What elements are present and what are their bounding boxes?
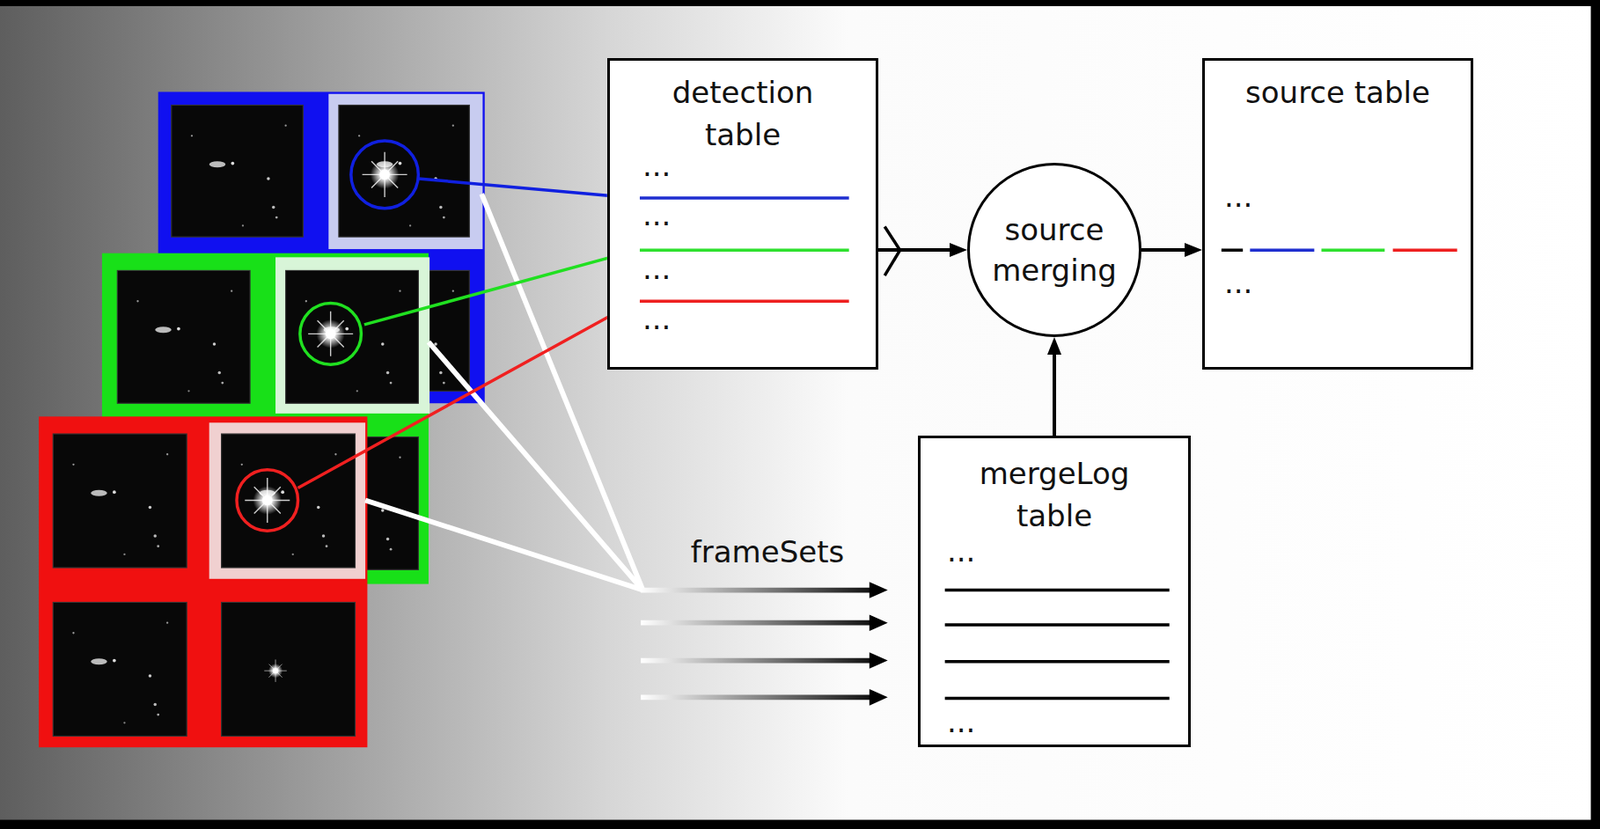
arrow-head — [949, 242, 968, 257]
table-box: detection table............ — [607, 58, 879, 370]
flow-label: frameSets — [690, 534, 845, 570]
table-box: mergeLog table...... — [917, 435, 1191, 748]
node-label: source merging — [979, 209, 1130, 291]
arrow-line — [878, 248, 954, 252]
row-ellipsis: ... — [1224, 181, 1253, 212]
arrow-head — [1047, 337, 1062, 355]
row-ellipsis: ... — [1224, 267, 1253, 298]
arrow-line — [1052, 351, 1057, 436]
detection-arrows — [298, 178, 638, 489]
row-ellipsis: ... — [642, 199, 671, 230]
process-circle: source merging — [967, 162, 1142, 338]
table-fill — [607, 58, 1474, 748]
row-ellipsis: ... — [642, 303, 671, 334]
red-frame-set — [38, 416, 367, 748]
arrow-head — [1184, 242, 1203, 257]
row-ellipsis: ... — [946, 706, 976, 737]
table-rows — [639, 198, 1458, 698]
table-title: mergeLog table — [957, 452, 1152, 537]
table-title: detection table — [645, 71, 840, 156]
row-ellipsis: ... — [642, 253, 671, 284]
arrow-line — [1141, 248, 1189, 252]
row-ellipsis: ... — [642, 150, 671, 181]
table-box: source table...... — [1202, 58, 1474, 370]
flow-arrow — [878, 242, 968, 257]
flow-arrow — [1047, 337, 1062, 436]
row-ellipsis: ... — [946, 535, 976, 566]
table-title: source table — [1240, 71, 1435, 114]
flow-arrow — [1141, 242, 1203, 257]
frameset-arrows — [640, 581, 889, 705]
frameset-leader — [365, 193, 643, 590]
